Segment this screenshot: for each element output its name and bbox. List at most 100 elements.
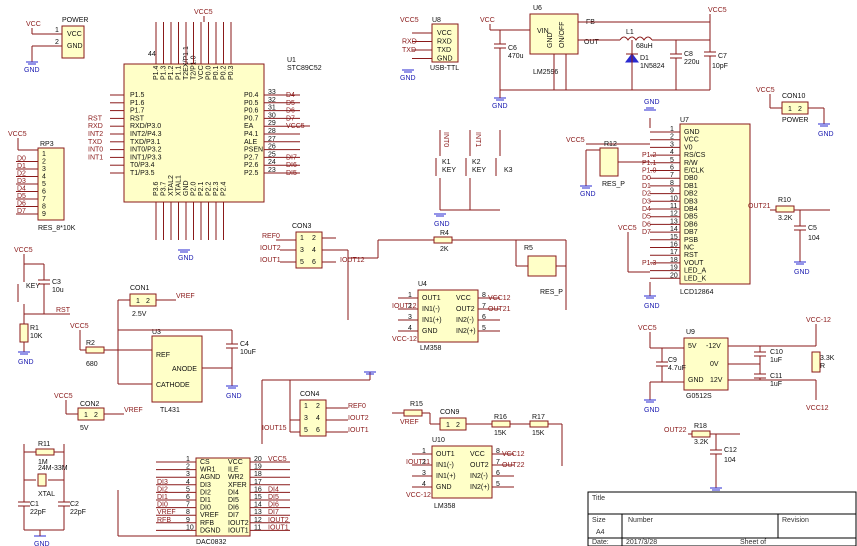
rp3-net-label: D7	[17, 208, 26, 215]
lcd-pin-number: 4	[670, 149, 674, 156]
mcu-pin-number: 24	[268, 159, 276, 166]
mcu-pin-number: 30	[268, 112, 276, 119]
svg-text:C4: C4	[240, 341, 249, 348]
svg-text:2: 2	[94, 412, 98, 419]
svg-text:C10: C10	[770, 349, 783, 356]
svg-text:GND: GND	[644, 407, 660, 414]
lcd-pin-label: VCC	[684, 137, 699, 144]
dac-pin-label: WR1	[200, 467, 216, 474]
mcu-pin-label: INT2/P4.3	[130, 131, 162, 138]
svg-text:680: 680	[86, 361, 98, 368]
svg-text:2: 2	[798, 106, 802, 113]
key-k2[interactable]: INT1 K2 KEY	[465, 130, 486, 210]
opamp-pin-number: 1	[422, 448, 426, 455]
dac-pin-number: 3	[186, 471, 190, 478]
mcu-pin-label: P0.7	[244, 115, 259, 122]
dac-pin-number: 16	[254, 486, 262, 493]
opamp-pin-number: 3	[422, 470, 426, 477]
rp3-pin-number: 9	[42, 211, 46, 218]
rp3-pin-number: 2	[42, 159, 46, 166]
lcd-pin-number: 9	[670, 188, 674, 195]
mcu-net-label: VCC5	[286, 123, 305, 130]
svg-text:1: 1	[304, 403, 308, 410]
opamp-pin-number: 5	[482, 325, 486, 332]
opamp-pin-label: IN1(+)	[436, 473, 456, 480]
mcu-pin-label: P3.7	[161, 181, 168, 196]
r4-r5: R4 2K R5 RES_P	[347, 230, 567, 320]
svg-text:VCC5: VCC5	[400, 17, 419, 24]
opamp-pin-label: OUT1	[422, 295, 441, 302]
svg-text:CATHODE: CATHODE	[156, 382, 190, 389]
lcd-pin-number: 6	[670, 165, 674, 172]
dac-pin-label: DI5	[228, 497, 239, 504]
mcu-part: STC89C52	[287, 65, 322, 72]
lcd-pin-number: 13	[670, 218, 678, 225]
svg-text:1: 1	[300, 235, 304, 242]
dac-net-label: DI0	[157, 502, 168, 509]
mcu-pin-label: P2.2	[206, 181, 213, 196]
dac-pin-number: 6	[186, 494, 190, 501]
svg-text:VCC5: VCC5	[566, 137, 585, 144]
usb-net-label: TXD	[402, 47, 416, 54]
mcu-pin-label: PSEN	[244, 147, 263, 154]
title-block: Title Size A4 Number Revision Date: 2017…	[587, 491, 857, 546]
dac-pin-number: 1	[186, 456, 190, 463]
lcd-pin-label: NC	[684, 245, 694, 252]
svg-text:24M-33M: 24M-33M	[38, 465, 68, 472]
mcu-pin-label: P1.4	[153, 65, 160, 80]
svg-text:R4: R4	[440, 230, 449, 237]
opamp-pin-number: 4	[408, 325, 412, 332]
key-k3[interactable]: K3	[495, 130, 513, 176]
lcd-pin-number: 16	[670, 242, 678, 249]
opamp-net-label: IOUT12	[392, 303, 417, 310]
mcu-pin-label: XTAL1	[176, 175, 183, 196]
rp3-net-label: D0	[17, 156, 26, 163]
rp3-pin-number: 6	[42, 189, 46, 196]
svg-text:XTAL: XTAL	[38, 491, 55, 498]
svg-text:1M: 1M	[38, 459, 48, 466]
usb-pin-label: RXD	[437, 39, 452, 46]
svg-text:2: 2	[146, 298, 150, 305]
dac-net-label: DI1	[157, 494, 168, 501]
mcu-pin-label: P2.0	[191, 181, 198, 196]
mcu-net-label: RXD	[88, 123, 103, 130]
rp3-net-label: D1	[17, 163, 26, 170]
svg-text:R5: R5	[524, 245, 533, 252]
svg-text:470u: 470u	[508, 53, 524, 60]
mcu-pin-label: P0.4	[244, 92, 259, 99]
lcd-net-label: P1.2	[642, 152, 657, 159]
mcu-pin-number: 31	[268, 105, 276, 112]
svg-text:G0512S: G0512S	[686, 393, 712, 400]
dac-pin-label: AGND	[200, 474, 220, 481]
svg-text:R16: R16	[494, 414, 507, 421]
svg-text:1: 1	[446, 422, 450, 429]
key-k1[interactable]: INT0 K1 KEY	[435, 130, 456, 210]
mcu-pin-label: RXD/P3.0	[130, 123, 161, 130]
lcd-pin-label: RS/CS	[684, 152, 706, 159]
svg-text:3.2K: 3.2K	[778, 215, 793, 222]
mcu-net-label: TXD	[88, 139, 102, 146]
power-connector: POWER VCC GND 12 VCC GND	[24, 17, 88, 74]
dac-pin-number: 18	[254, 471, 262, 478]
dac-net-label: DI2	[157, 486, 168, 493]
dac-net-label: DI7	[268, 509, 279, 516]
svg-text:1: 1	[84, 412, 88, 419]
svg-text:GND: GND	[492, 103, 508, 110]
opamp-pin-number: 2	[408, 303, 412, 310]
dac-pin-label: DI0	[200, 505, 211, 512]
mcu-pin-label: EA	[244, 123, 254, 130]
sheet-label: Sheet of	[740, 539, 766, 546]
svg-text:ANODE: ANODE	[172, 366, 197, 373]
lcd-net-label: D0	[642, 175, 651, 182]
mcu-net-label: RST	[88, 115, 103, 122]
mcu-body	[123, 63, 265, 203]
svg-text:GND: GND	[226, 393, 242, 400]
regulator-u6: VCC U6 VIN GND ON/OFF FB OUT LM2596 C6 4…	[480, 5, 728, 110]
lcd-net-label: D4	[642, 206, 651, 213]
svg-text:REF0: REF0	[262, 233, 280, 240]
mcu-pin-label: ALE	[244, 139, 258, 146]
lcd-pin-label: DB6	[684, 221, 698, 228]
svg-text:104: 104	[808, 235, 820, 242]
